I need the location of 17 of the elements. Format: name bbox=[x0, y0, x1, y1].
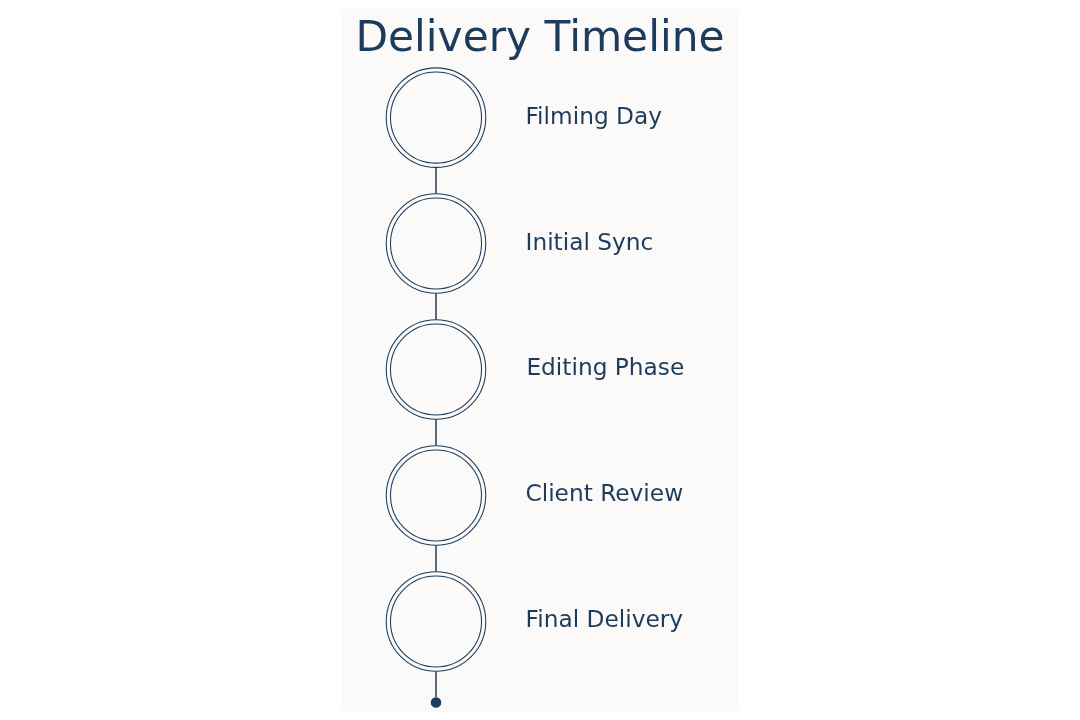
connector bbox=[435, 670, 437, 699]
node-circle bbox=[385, 193, 487, 294]
connector bbox=[435, 418, 437, 447]
node-label: Filming Day bbox=[525, 101, 663, 129]
node-label: Editing Phase bbox=[526, 353, 685, 381]
node-circle bbox=[430, 697, 442, 708]
connector bbox=[435, 292, 437, 321]
node-label: Client Review bbox=[525, 479, 684, 507]
node-circle bbox=[385, 319, 487, 420]
node-label: Final Delivery bbox=[525, 605, 684, 633]
connector bbox=[435, 166, 437, 195]
diagram-title: Delivery Timeline bbox=[355, 11, 725, 61]
node-label: Initial Sync bbox=[525, 227, 654, 255]
node-circle bbox=[385, 445, 487, 546]
node-circle bbox=[385, 571, 487, 672]
node-circle bbox=[385, 67, 487, 168]
connector bbox=[435, 544, 437, 573]
